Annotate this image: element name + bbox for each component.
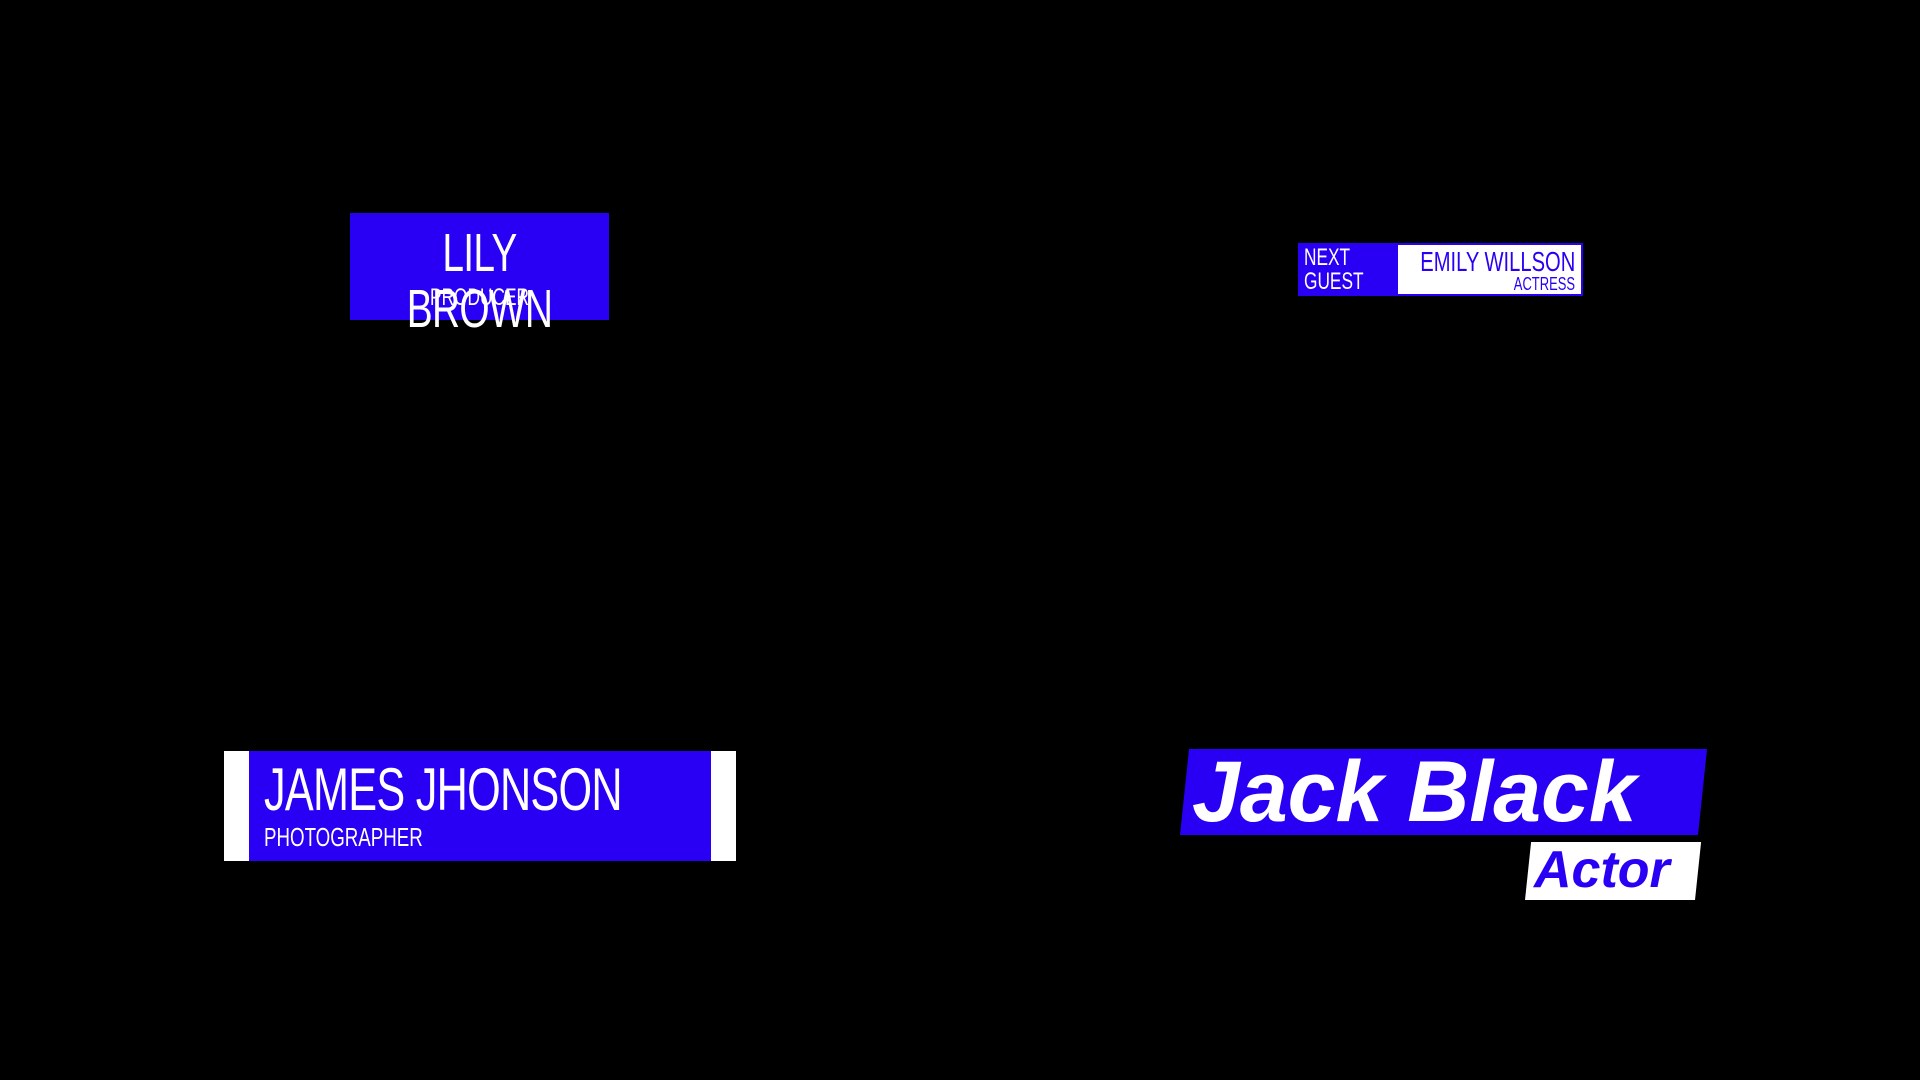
lower-third-lily-brown: LILY BROWN PRODUCER <box>350 213 609 337</box>
lily-role-text: PRODUCER <box>430 284 529 311</box>
james-name-panel: JAMES JHONSON PHOTOGRAPHER <box>249 751 711 861</box>
james-role-text: PHOTOGRAPHER <box>264 822 423 852</box>
lily-name-text: LILY BROWN <box>406 223 553 339</box>
lower-third-james-jhonson: JAMES JHONSON PHOTOGRAPHER <box>224 751 736 861</box>
jack-name-text: Jack Black <box>1192 744 1637 840</box>
next-label-line1: NEXT <box>1304 244 1351 271</box>
next-guest-label-block: NEXT GUEST <box>1300 245 1398 294</box>
james-name-text: JAMES JHONSON <box>264 756 623 823</box>
guest-name-text: EMILY WILLSON <box>1420 246 1575 277</box>
next-label-line2: GUEST <box>1304 268 1364 295</box>
jack-role-text: Actor <box>1534 841 1670 899</box>
lower-third-next-guest: NEXT GUEST EMILY WILLSON ACTRESS <box>1298 243 1583 296</box>
guest-role-text: ACTRESS <box>1513 274 1575 294</box>
